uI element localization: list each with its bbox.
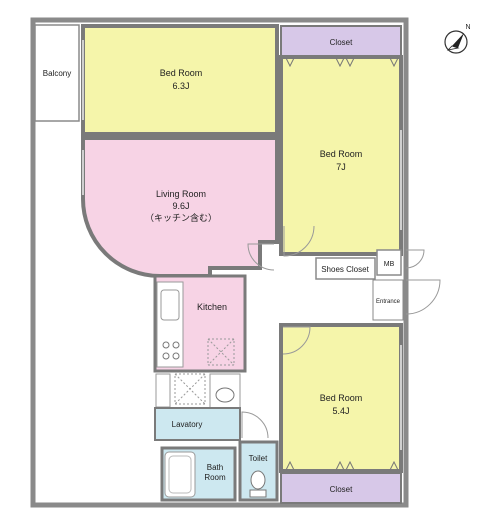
bedroom-a-label: Bed Room [160,68,203,78]
stove-burner-icon [162,352,170,360]
shoes-closet-label: Shoes Closet [321,265,369,274]
sink-icon [160,289,180,321]
toilet-bowl-icon [250,470,266,490]
bathtub-icon [164,451,196,498]
fridge-space-icon [207,338,235,366]
stove-burner-icon [172,352,180,360]
compass-needle-tail [446,45,460,51]
living-room-label: Living Room [156,189,206,199]
door-swing-bedroom-c [282,326,311,355]
closet-door-marks [285,460,399,471]
entrance-area [372,279,404,321]
balcony-label: Balcony [43,69,71,78]
living-room-size: 9.6J [172,201,189,211]
closet-bottom [280,472,402,504]
bathtub-inner [168,455,192,494]
door-swing-lavatory [241,411,269,439]
compass-needle-icon [452,33,464,48]
bedroom-c-size: 5.4J [332,406,349,416]
door-swing-bedroom-b [283,225,315,257]
lavatory-area [154,407,241,441]
living-room [81,136,279,278]
kitchen-label: Kitchen [197,302,227,312]
compass-north-label: N [465,24,470,31]
toilet-tank-icon [249,489,267,498]
compass-ring [444,30,468,54]
washing-machine-space [155,373,171,408]
stove-burner-icon [162,341,170,349]
stove-burner-icon [172,341,180,349]
closet-top-label: Closet [330,38,353,47]
closet-bottom-label: Closet [330,485,353,494]
shoes-closet [315,257,376,280]
door-swing-entrance [405,279,441,315]
bedroom-a [81,24,279,136]
laundry-pan-icon [174,373,206,405]
closet-top [280,25,402,57]
bedroom-b [279,55,403,256]
bath-room-label-1: Bath [207,463,223,472]
compass: N [444,24,471,54]
door-swing-mb [405,249,425,269]
mb-label: MB [384,261,395,268]
entrance-label: Entrance [376,299,401,305]
closet-door-marks [285,57,399,68]
wash-basin-icon [215,387,235,403]
living-room-note: （キッチン含む） [145,212,217,223]
mb-box [376,249,402,276]
bedroom-a-size: 6.3J [172,81,189,91]
toilet-label: Toilet [249,454,268,463]
door-swing-living [247,243,275,271]
lavatory-label: Lavatory [172,420,203,429]
balcony-area [34,24,80,122]
bedroom-c-label: Bed Room [320,393,363,403]
bedroom-b-label: Bed Room [320,149,363,159]
bedroom-b-size: 7J [336,162,346,172]
vanity-unit [209,373,241,409]
bath-room-label-2: Room [204,473,226,482]
